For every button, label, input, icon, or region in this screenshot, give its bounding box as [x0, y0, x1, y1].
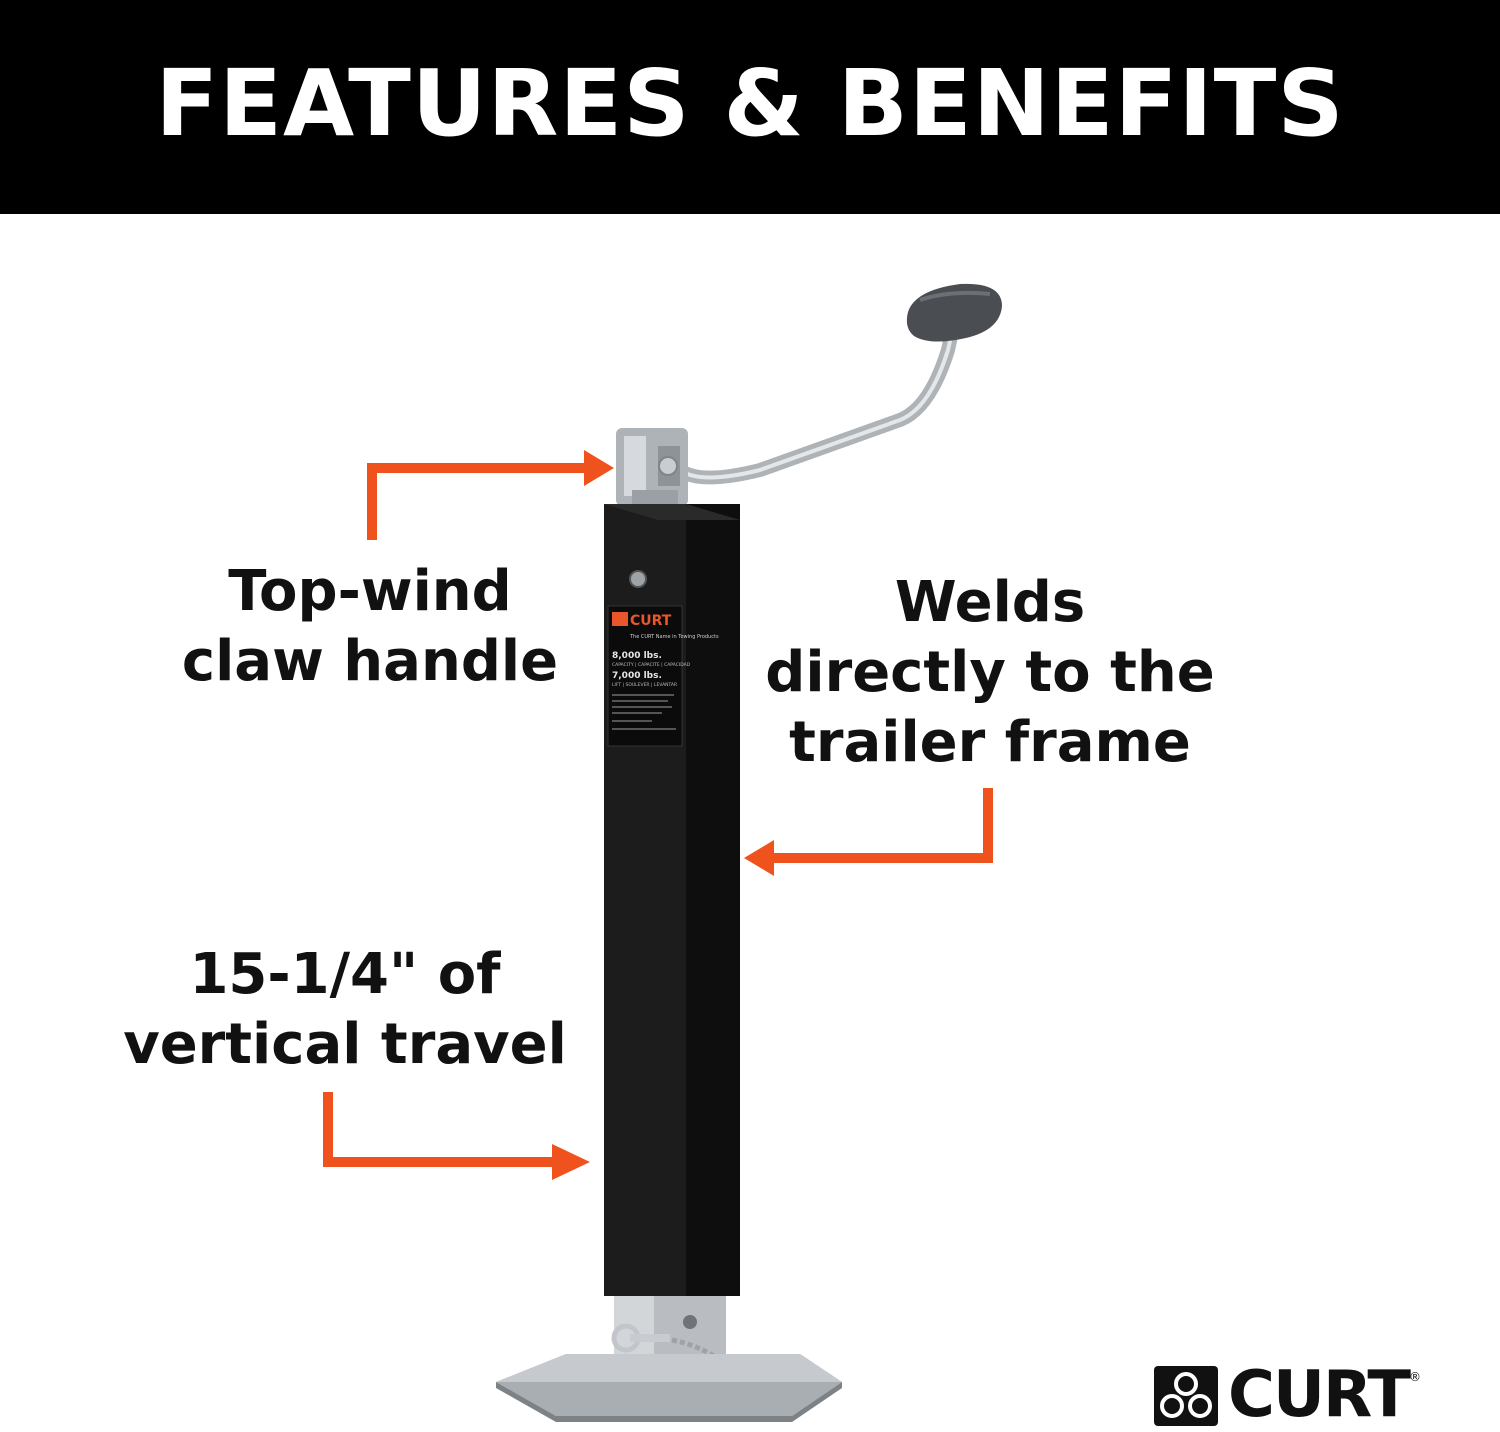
callout-welds: Welds directly to the trailer frame [760, 568, 1220, 778]
callout-top-wind-line-1: Top-wind [228, 559, 512, 624]
page-title: FEATURES & BENEFITS [155, 50, 1345, 157]
pull-pin [611, 1323, 670, 1353]
label-capacity-caption: CAPACITY | CAPACITE | CAPACIDAD [612, 662, 691, 668]
arrow-travel [323, 1092, 590, 1180]
callout-top-wind-line-2: claw handle [181, 629, 559, 694]
product-label: CURT The CURT Name in Towing Products 8,… [607, 605, 719, 747]
brand-wordmark: CURT [1228, 1358, 1411, 1432]
header-band: FEATURES & BENEFITS [0, 0, 1500, 214]
callout-vertical-travel: 15-1/4" of vertical travel [120, 940, 570, 1080]
arrow-welds [744, 788, 993, 876]
brand-logo: CURT ® [1150, 1360, 1421, 1430]
arrow-top-wind [367, 450, 614, 540]
callout-welds-line-3: trailer frame [789, 710, 1191, 775]
label-capacity: 8,000 lbs. [612, 651, 662, 661]
label-tagline: The CURT Name in Towing Products [629, 634, 719, 640]
callout-travel-line-2: vertical travel [123, 1012, 567, 1077]
callout-travel-line-1: 15-1/4" of [189, 942, 501, 1007]
foot-plate [496, 1354, 842, 1422]
label-lift-caption: LIFT | SOULEVER | LEVANTAR [612, 682, 677, 688]
registered-mark: ® [1409, 1370, 1421, 1384]
curt-logo-mark [1154, 1366, 1218, 1426]
callout-welds-line-1: Welds [894, 570, 1086, 635]
label-lift: 7,000 lbs. [612, 671, 662, 681]
label-brand: CURT [630, 613, 672, 629]
crank-handle [673, 283, 1002, 485]
callout-top-wind: Top-wind claw handle [170, 557, 570, 697]
top-gearbox [616, 428, 688, 508]
callout-welds-line-2: directly to the [765, 640, 1215, 705]
